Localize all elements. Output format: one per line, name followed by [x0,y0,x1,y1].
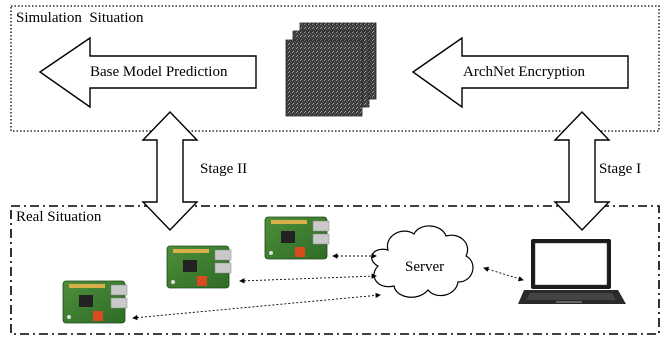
connection-line [483,266,524,282]
laptop-icon [518,239,626,304]
stage-ii-label: Stage II [200,161,248,177]
real-box-title: Real Situation [16,209,102,225]
server-label: Server [405,259,445,275]
encrypted-image-stack-icon [285,22,377,117]
archnet-encryption-arrow [411,36,629,109]
connection-line [132,292,381,321]
stage-i-label: Stage I [599,161,642,177]
stage-ii-double-arrow [141,110,199,232]
connection-line [239,273,377,284]
archnet-encryption-label: ArchNet Encryption [463,64,586,80]
raspberry-pi-board-icon [62,280,128,324]
simulation-box-title: Simulation Situation [16,10,144,26]
simulation-box [10,5,660,132]
raspberry-pi-board-icon [166,245,232,289]
stage-i-double-arrow [553,110,611,232]
real-box [10,205,660,335]
base-model-prediction-label: Base Model Prediction [90,64,228,80]
raspberry-pi-board-icon [264,216,330,260]
base-model-prediction-arrow [38,36,257,109]
